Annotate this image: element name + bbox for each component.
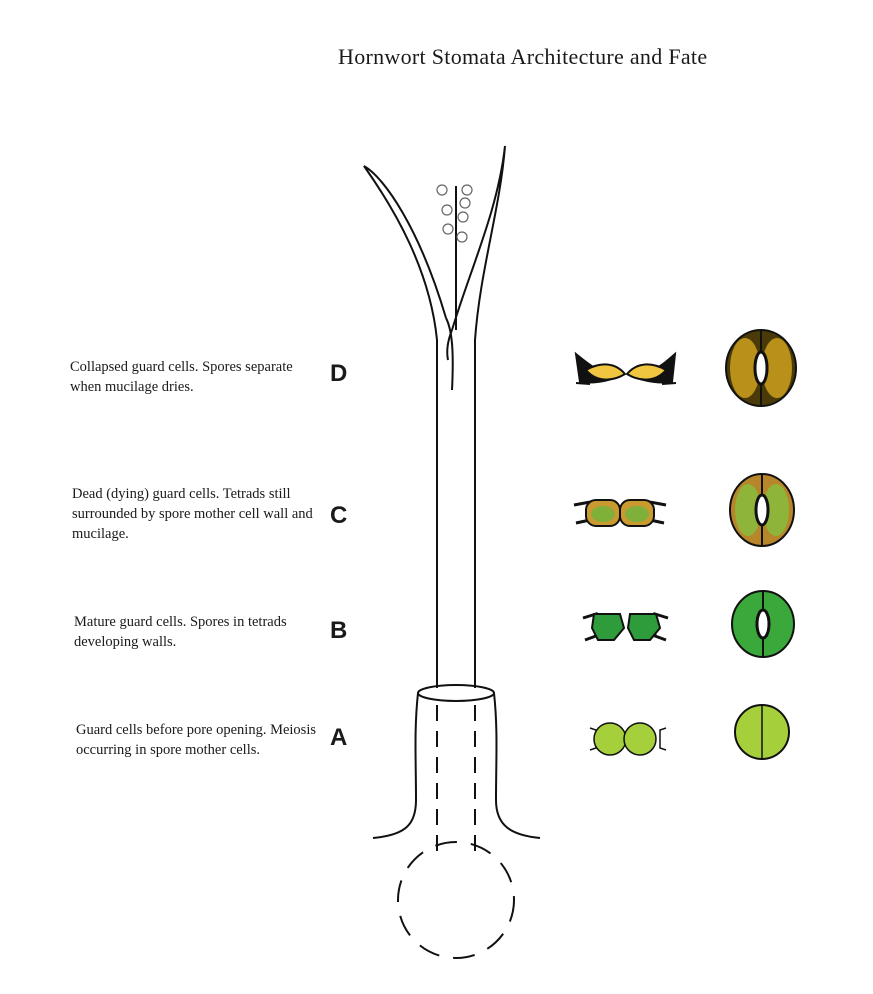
stage-b-side-view <box>582 611 669 642</box>
right-valve <box>451 145 506 341</box>
stage-b-label: B <box>330 617 348 644</box>
stage-c-label: C <box>330 502 348 529</box>
stage-d-label: D <box>330 360 348 387</box>
involucre-left <box>372 692 419 839</box>
foot <box>397 841 515 959</box>
stage-a-description: Guard cells before pore opening. Meiosis… <box>76 722 316 758</box>
stage-d-surface-view <box>725 329 797 407</box>
spores <box>436 184 473 243</box>
stage-b-description: Mature guard cells. Spores in tetrads de… <box>74 614 287 650</box>
involucre-top <box>417 684 495 702</box>
stage-c-description: Dead (dying) guard cells. Tetrads still … <box>72 486 313 542</box>
stage-c-side-view <box>573 499 667 527</box>
stage-d-description: Collapsed guard cells. Spores separate w… <box>70 359 293 395</box>
stage-b-surface-view <box>731 590 795 658</box>
sporophyte-illustration <box>363 145 541 959</box>
diagram-title: Hornwort Stomata Architecture and Fate <box>338 44 708 69</box>
stage-c-surface-view <box>729 473 795 547</box>
involucre-right <box>493 692 541 839</box>
stage-a-surface-view <box>734 704 790 760</box>
stage-a-side-view <box>589 722 667 756</box>
left-valve <box>363 165 447 341</box>
stage-d-side-view <box>574 351 677 385</box>
stage-a-label: A <box>330 724 348 751</box>
